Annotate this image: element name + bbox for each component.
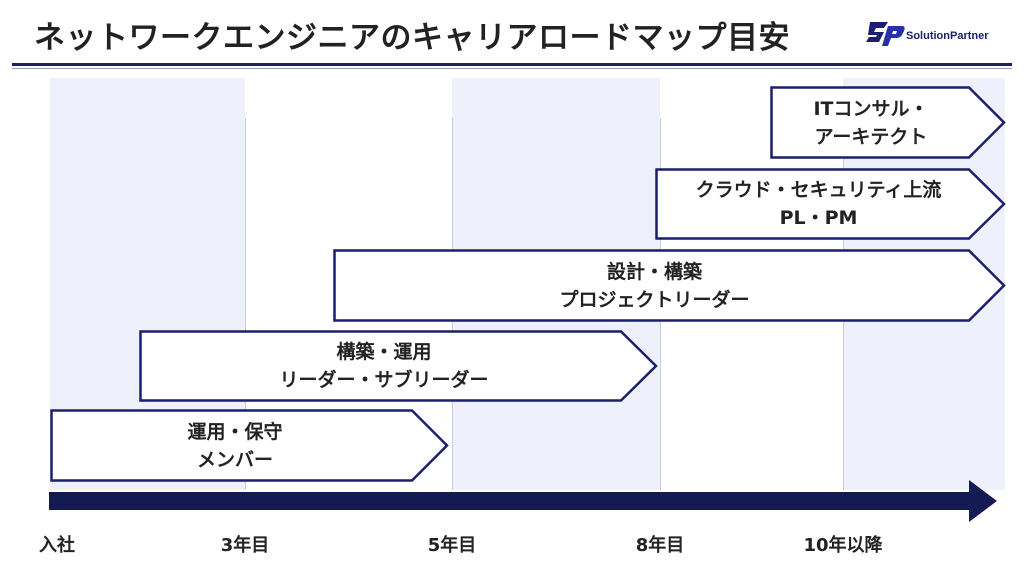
tick-label-join: 入社 (39, 535, 75, 556)
timeline-arrow-icon (49, 480, 997, 522)
solution-partner-logo: SolutionPartner (866, 14, 1016, 54)
tick-label-10y: 10年以降 (803, 535, 883, 556)
arrow-shape (50, 409, 449, 482)
timeline-axis-arrow (49, 478, 999, 524)
role-arrow-operations-member: 運用・保守 メンバー (50, 409, 450, 482)
tick-label-3y: 3年目 (220, 535, 270, 556)
tick-label-8y: 8年目 (635, 535, 685, 556)
role-title: 設計・構築 (606, 260, 702, 283)
arrow-shape (139, 330, 658, 402)
arrow-shape (770, 86, 1006, 159)
role-position: アーキテクト (814, 125, 928, 148)
role-title: 運用・保守 (187, 420, 283, 443)
role-title: 構築・運用 (336, 341, 432, 363)
role-arrow-build-leader: 構築・運用 リーダー・サブリーダー (139, 330, 659, 402)
role-position: リーダー・サブリーダー (279, 369, 489, 391)
gridline-3y (245, 118, 246, 490)
role-position: メンバー (196, 448, 273, 471)
role-title: ITコンサル・ (813, 97, 929, 120)
arrow-shape (333, 249, 1006, 322)
title-rule-thin (12, 68, 1012, 69)
sp-logo-icon (866, 22, 905, 46)
role-arrow-design-pl: 設計・構築 プロジェクトリーダー (333, 249, 1006, 322)
role-title: クラウド・セキュリティ上流 (695, 179, 942, 201)
role-arrow-cloud-security-pm: クラウド・セキュリティ上流 PL・PM (655, 168, 1006, 240)
role-position: プロジェクトリーダー (559, 288, 750, 311)
arrow-shape (655, 168, 1006, 240)
logo-text: SolutionPartner (906, 30, 989, 42)
title-rule (12, 63, 1012, 66)
page-title: ネットワークエンジニアのキャリアロードマップ目安 (34, 20, 790, 56)
tick-label-5y: 5年目 (427, 535, 477, 556)
role-position: PL・PM (779, 207, 858, 229)
role-arrow-it-consultant: ITコンサル・ アーキテクト (770, 86, 1006, 159)
